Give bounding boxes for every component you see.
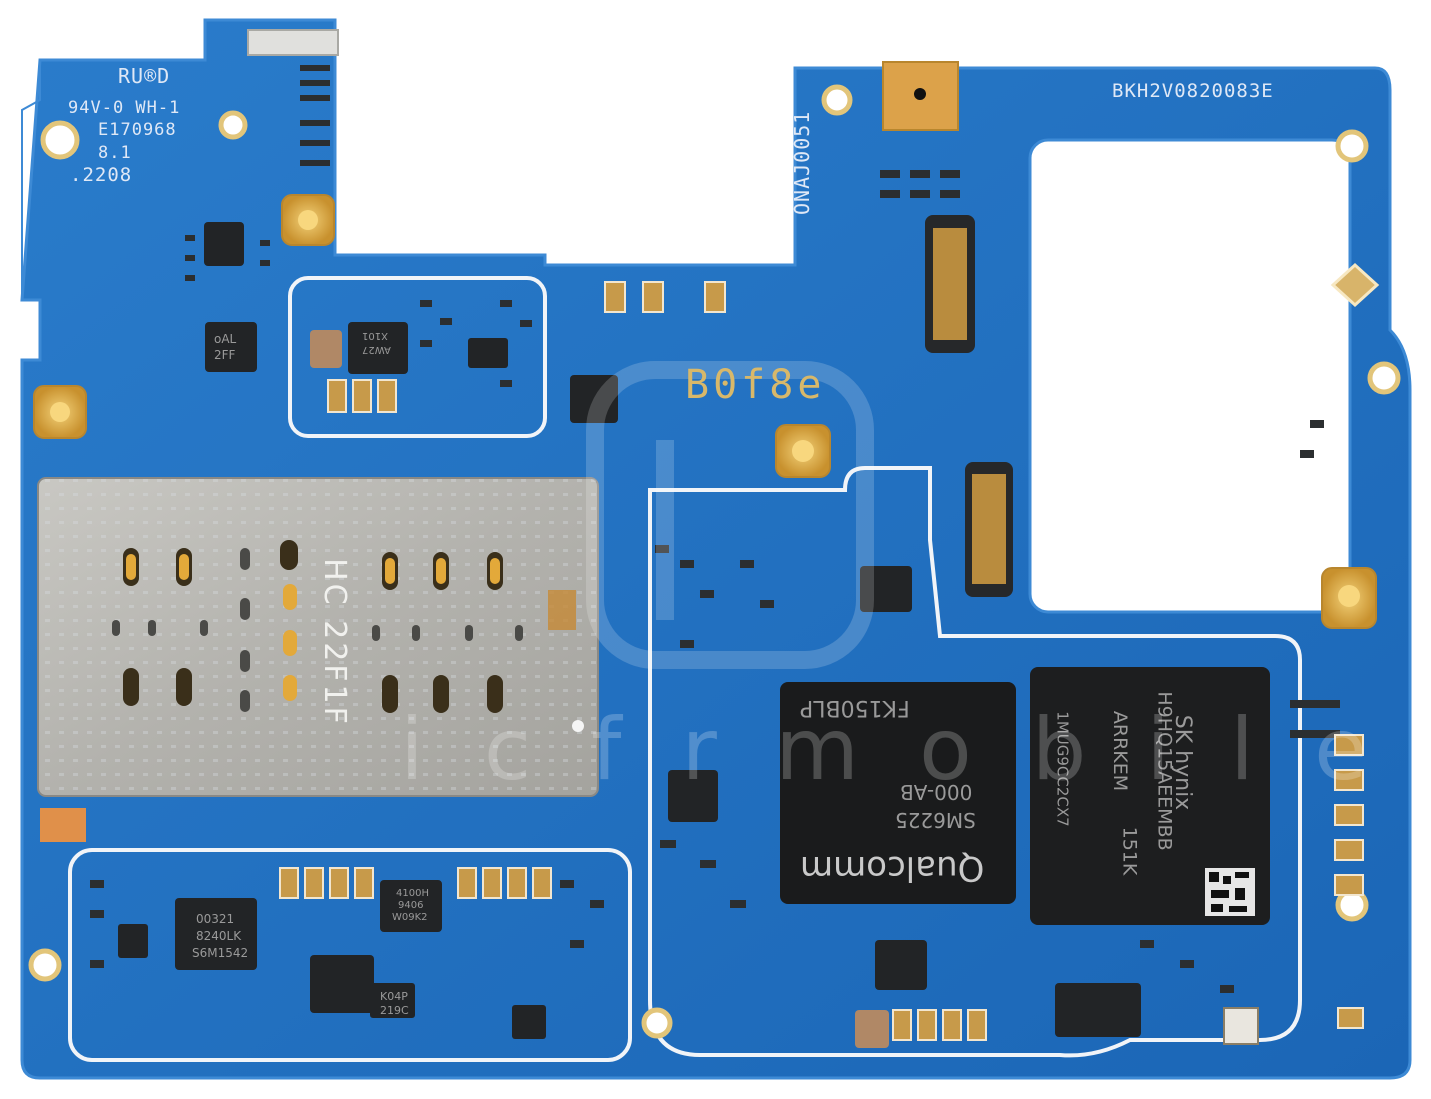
ic-oal-line-2: 2FF bbox=[214, 348, 236, 362]
shield-frame-bottom-left bbox=[68, 848, 632, 1062]
ic-k04p-line-2: 219C bbox=[380, 1004, 409, 1017]
shield-frame-main bbox=[648, 466, 1302, 1058]
watermark: icfrmobile bbox=[400, 700, 1427, 800]
cert-line-4: .2208 bbox=[70, 164, 133, 186]
ic-4100h-line-3: W09K2 bbox=[392, 912, 428, 923]
board-ref: B0f8e bbox=[685, 362, 826, 408]
ic-x101-line-2: AW27 bbox=[362, 344, 391, 355]
memory-chip bbox=[1030, 667, 1270, 925]
cert-line-2: E170968 bbox=[98, 120, 177, 140]
btb-connector-2 bbox=[965, 462, 1013, 597]
pmic-line-3: S6M1542 bbox=[192, 946, 249, 960]
sim-tray-marking: HC 22F1F bbox=[316, 558, 352, 727]
ic-4100h-line-1: 4100H bbox=[396, 888, 429, 899]
board-code-vertical: ONAJ0051 bbox=[790, 110, 814, 215]
soc-model: SM6225 bbox=[895, 808, 976, 832]
ic-x101-line-1: X101 bbox=[362, 330, 388, 341]
cert-line-3: 8.1 bbox=[98, 143, 132, 163]
soc-brand: Qualcomm bbox=[800, 848, 985, 888]
ic-oal-line-1: oAL bbox=[214, 332, 237, 346]
board-cutout bbox=[1028, 138, 1352, 614]
serial-number: BKH2V0820083E bbox=[1112, 80, 1274, 102]
ic-oal bbox=[205, 322, 257, 372]
ic-x101 bbox=[348, 322, 408, 374]
memory-line-4: 151K bbox=[1118, 826, 1141, 876]
btb-connector-1 bbox=[925, 215, 975, 353]
pmic-line-1: 00321 bbox=[196, 912, 235, 926]
ic-pmic-small bbox=[175, 898, 257, 970]
ic-k04p bbox=[310, 955, 374, 1013]
ul-mark: RU®D bbox=[118, 64, 171, 88]
soc-chip bbox=[780, 682, 1016, 904]
ic-k04p-line-1: K04P bbox=[380, 990, 408, 1003]
mount-hole bbox=[218, 110, 248, 140]
ic-4100h-line-2: 9406 bbox=[398, 900, 424, 911]
ic-4100h bbox=[380, 880, 442, 932]
pmic-line-2: 8240LK bbox=[196, 929, 242, 943]
cert-line-1: 94V-0 WH-1 bbox=[68, 98, 181, 118]
shield-frame-top bbox=[288, 276, 547, 438]
